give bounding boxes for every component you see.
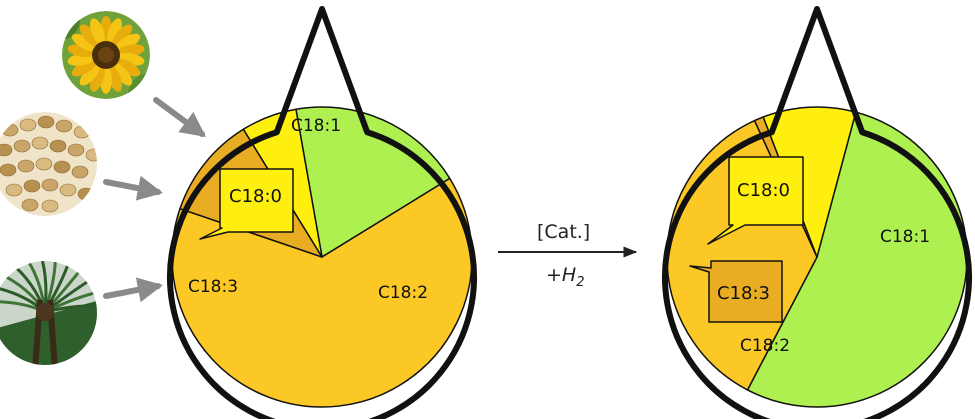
source-arrow-2 <box>103 175 163 201</box>
soybean <box>53 160 71 174</box>
sunflower-petal <box>111 24 133 48</box>
soybean <box>71 165 89 179</box>
source-arrow-3 <box>103 277 163 303</box>
callout-text-after-c18-0: C18:0 <box>737 180 790 201</box>
reagent-label: +H2 <box>546 264 585 290</box>
sunflower-petal <box>71 58 97 77</box>
sunflower-petal <box>79 62 101 86</box>
oil-palm-image <box>0 261 97 365</box>
pie-after-slice-c18-1 <box>746 111 968 408</box>
soybean <box>35 157 53 171</box>
label-c18-1: C18:1 <box>291 116 341 136</box>
sunflower-petal <box>115 58 141 77</box>
soybean <box>59 183 77 197</box>
label-c18-3: C18:3 <box>188 277 238 297</box>
soybean <box>31 136 49 150</box>
soybean <box>41 199 59 213</box>
soybean <box>49 139 67 153</box>
reagent-main: +H <box>546 264 576 286</box>
soybean <box>67 143 85 157</box>
reaction-arrow: [Cat.] +H2 <box>498 221 638 290</box>
sunflower-petal <box>115 33 141 52</box>
soybean <box>13 139 31 153</box>
callout-text-c18-0: C18:0 <box>229 186 282 207</box>
label-c18-2: C18:2 <box>378 283 428 303</box>
sunflower-petal <box>71 33 97 52</box>
soybean <box>0 143 13 157</box>
soybean <box>19 118 37 132</box>
callout-c18-0: C18:0 <box>199 168 294 240</box>
source-arrow-1 <box>153 97 207 137</box>
label-c18-2-after: C18:2 <box>740 336 790 356</box>
label-c18-1-after: C18:1 <box>880 227 930 247</box>
sunflower-petal <box>90 65 105 92</box>
drop-before: C18:1 C18:3 C18:2 C18:0 <box>167 6 477 419</box>
drop-outline-after <box>662 6 972 419</box>
drop-after: C18:1 C18:2 C18:0 C18:3 <box>662 6 972 419</box>
pie-before-slice-c18-1 <box>295 106 451 258</box>
soybean <box>1 123 19 137</box>
sunflower-petal <box>111 62 133 86</box>
catalyst-label: [Cat.] <box>537 221 590 243</box>
sunflower-petal <box>90 18 105 45</box>
soybean <box>0 163 17 177</box>
soybeans-image <box>0 112 97 216</box>
soybean <box>41 178 59 192</box>
callout-text-after-c18-3: C18:3 <box>717 283 770 304</box>
soybean <box>77 187 95 201</box>
sunflower-image <box>62 11 150 99</box>
soybean <box>17 159 35 173</box>
soybean <box>37 115 55 129</box>
soybean <box>55 119 73 133</box>
soybean <box>73 125 91 139</box>
soybean <box>21 198 39 212</box>
sunflower-petal <box>79 24 101 48</box>
soybean <box>85 148 97 162</box>
drop-outline-before <box>167 6 477 419</box>
callout-c18-3-after: C18:3 <box>689 260 783 323</box>
sunflower-petal <box>107 18 122 45</box>
soybean <box>23 179 41 193</box>
reagent-subscript: 2 <box>576 275 584 290</box>
soybean <box>5 183 23 197</box>
callout-c18-0-after: C18:0 <box>707 156 804 245</box>
